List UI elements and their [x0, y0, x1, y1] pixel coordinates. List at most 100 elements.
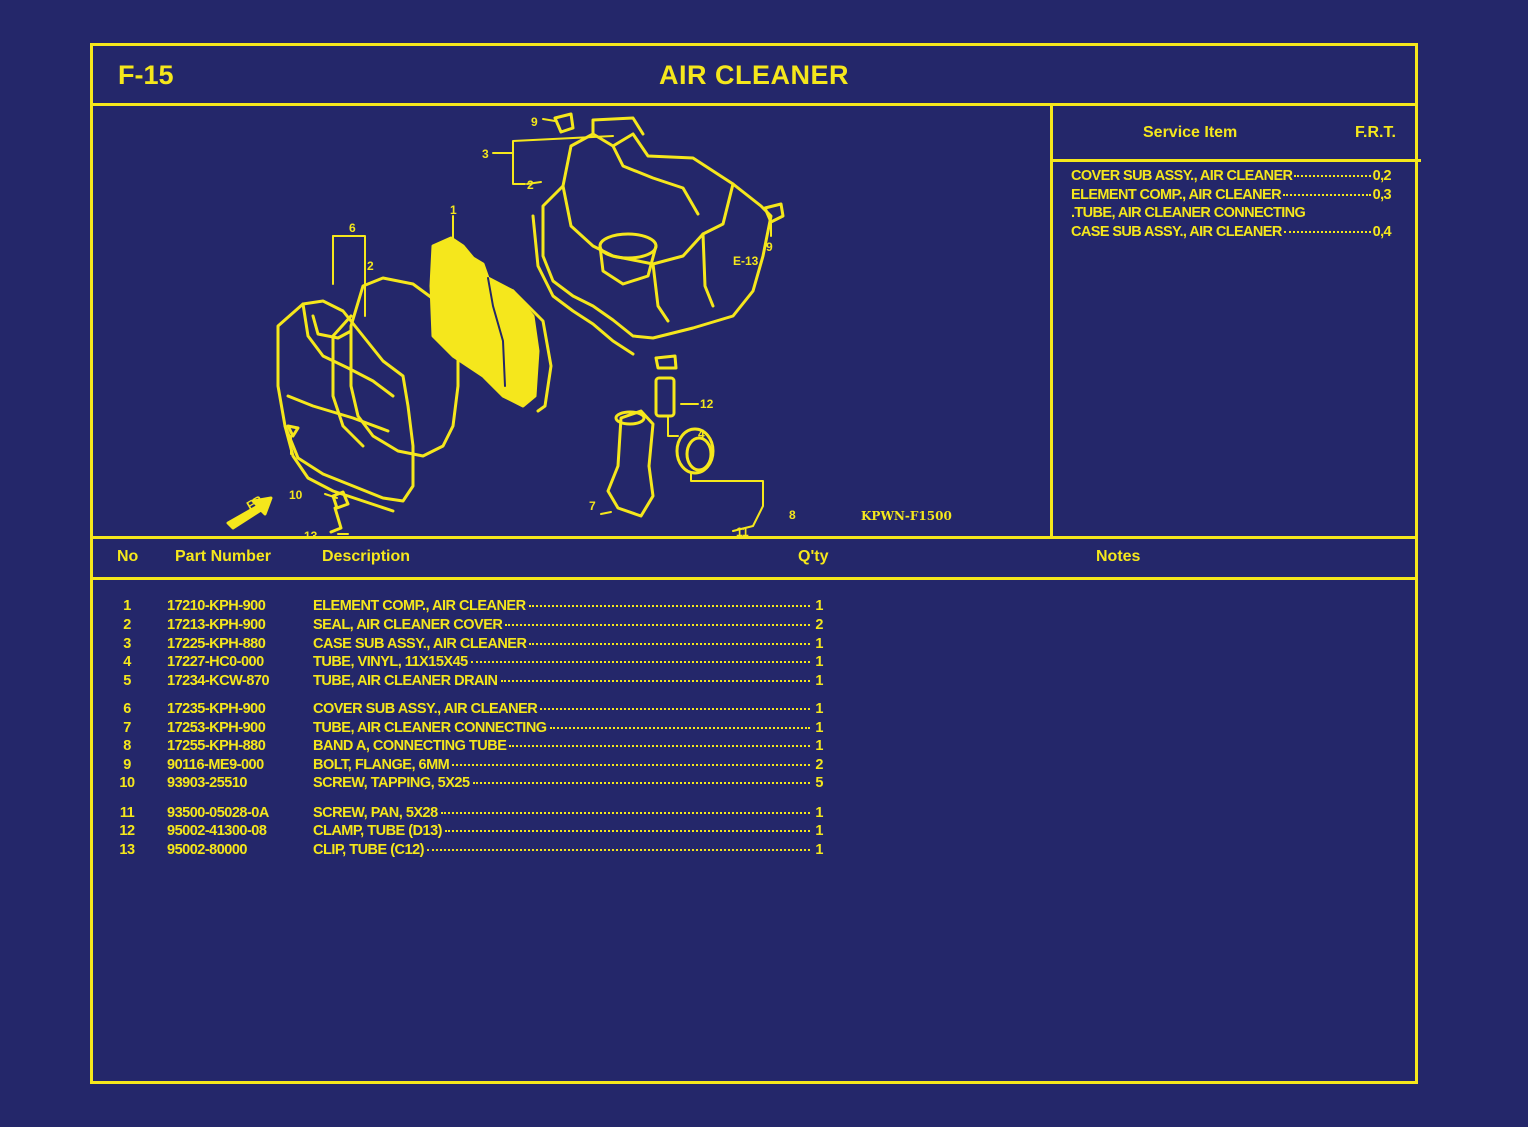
row-part-number: 17210-KPH-900 — [167, 598, 266, 614]
row-description: CLAMP, TUBE (D13) — [313, 823, 443, 839]
table-row: 13 95002-80000 CLIP, TUBE (C12) 1 — [115, 842, 835, 860]
callout-9b: 9 — [766, 240, 773, 254]
row-part-number: 17225-KPH-880 — [167, 636, 266, 652]
exploded-diagram: 9 3 2 6 1 2 9 E-13 12 4 7 8 11 10 13 5 F… — [226, 112, 796, 536]
table-row: 8 17255-KPH-880 BAND A, CONNECTING TUBE 1 — [115, 738, 835, 756]
row-qty: 1 — [815, 805, 823, 821]
header-qty: Q'ty — [798, 548, 829, 565]
table-top-divider — [93, 536, 1415, 539]
row-description: BOLT, FLANGE, 6MM — [313, 757, 450, 773]
row-no: 8 — [123, 738, 131, 754]
row-part-number: 17253-KPH-900 — [167, 720, 266, 736]
table-row: 11 93500-05028-0A SCREW, PAN, 5X28 1 — [115, 805, 835, 823]
row-no: 4 — [123, 654, 131, 670]
header-notes: Notes — [1096, 548, 1141, 565]
row-part-number: 17235-KPH-900 — [167, 701, 266, 717]
table-row: 4 17227-HC0-000 TUBE, VINYL, 11X15X45 1 — [115, 654, 835, 672]
row-no: 6 — [123, 701, 131, 717]
row-part-number: 17213-KPH-900 — [167, 617, 266, 633]
row-no: 2 — [123, 617, 131, 633]
callout-12: 12 — [700, 397, 714, 411]
diagram-reference-code: KPWN-F1500 — [861, 509, 952, 523]
row-description: COVER SUB ASSY., AIR CLEANER — [313, 701, 538, 717]
callout-3: 3 — [482, 147, 489, 161]
page-code: F-15 — [118, 60, 174, 90]
row-qty: 1 — [815, 636, 823, 652]
service-heading-divider — [1050, 159, 1421, 162]
service-divider — [1050, 103, 1053, 536]
row-qty: 1 — [815, 701, 823, 717]
row-description: SEAL, AIR CLEANER COVER — [313, 617, 503, 633]
row-qty: 1 — [815, 673, 823, 689]
row-no: 7 — [123, 720, 131, 736]
row-description: CASE SUB ASSY., AIR CLEANER — [313, 636, 527, 652]
callout-9a: 9 — [531, 115, 538, 129]
callout-4: 4 — [698, 427, 705, 441]
row-part-number: 17227-HC0-000 — [167, 654, 264, 670]
callout-e13: E-13 — [733, 254, 759, 268]
callout-8: 8 — [789, 508, 796, 522]
row-qty: 2 — [815, 617, 823, 633]
row-qty: 1 — [815, 598, 823, 614]
row-qty: 1 — [815, 720, 823, 736]
callout-13: 13 — [304, 529, 318, 536]
row-description: TUBE, AIR CLEANER DRAIN — [313, 673, 498, 689]
row-part-number: 93500-05028-0A — [167, 805, 269, 821]
parts-catalog-page: F-15 AIR CLEANER — [90, 43, 1421, 1084]
row-description: BAND A, CONNECTING TUBE — [313, 738, 507, 754]
row-part-number: 90116-ME9-000 — [167, 757, 264, 773]
row-no: 10 — [119, 775, 135, 791]
row-description: SCREW, PAN, 5X28 — [313, 805, 438, 821]
callout-10: 10 — [289, 488, 303, 502]
service-item-heading: Service Item — [1143, 124, 1238, 141]
row-description: TUBE, VINYL, 11X15X45 — [313, 654, 468, 670]
table-row: 1 17210-KPH-900 ELEMENT COMP., AIR CLEANER… — [115, 598, 835, 616]
row-part-number: 93903-25510 — [167, 775, 247, 791]
row-qty: 1 — [815, 738, 823, 754]
row-part-number: 17234-KCW-870 — [167, 673, 270, 689]
row-no: 9 — [123, 757, 131, 773]
page-title: AIR CLEANER — [658, 60, 849, 90]
row-description: TUBE, AIR CLEANER CONNECTING — [313, 720, 547, 736]
table-row: 5 17234-KCW-870 TUBE, AIR CLEANER DRAIN 1 — [115, 673, 835, 691]
callout-2b: 2 — [367, 259, 374, 273]
callout-7: 7 — [589, 499, 596, 513]
header-no: No — [117, 548, 139, 565]
row-qty: 1 — [815, 842, 823, 858]
row-description: SCREW, TAPPING, 5X25 — [313, 775, 470, 791]
row-part-number: 17255-KPH-880 — [167, 738, 266, 754]
row-no: 3 — [123, 636, 131, 652]
table-row: 12 95002-41300-08 CLAMP, TUBE (D13) 1 — [115, 823, 835, 841]
header-divider — [93, 103, 1415, 106]
table-row: 7 17253-KPH-900 TUBE, AIR CLEANER CONNECTI… — [115, 720, 835, 738]
table-header-divider — [93, 577, 1415, 580]
callout-2a: 2 — [527, 178, 534, 192]
header-part-number: Part Number — [175, 548, 272, 565]
row-part-number: 95002-80000 — [167, 842, 247, 858]
service-item: .TUBE, AIR CLEANER CONNECTING — [1071, 205, 1306, 221]
row-qty: 1 — [815, 654, 823, 670]
row-qty: 1 — [815, 823, 823, 839]
table-row: 6 17235-KPH-900 COVER SUB ASSY., AIR CLEAN… — [115, 701, 835, 719]
callout-6: 6 — [349, 221, 356, 235]
table-row: 3 17225-KPH-880 CASE SUB ASSY., AIR CLEANE… — [115, 636, 835, 654]
row-no: 5 — [123, 673, 131, 689]
row-no: 11 — [119, 805, 135, 821]
row-description: ELEMENT COMP., AIR CLEANER — [313, 598, 526, 614]
frt-heading: F.R.T. — [1355, 124, 1396, 141]
header-description: Description — [322, 548, 411, 565]
row-no: 1 — [123, 598, 131, 614]
row-no: 13 — [119, 842, 135, 858]
row-part-number: 95002-41300-08 — [167, 823, 267, 839]
row-description: CLIP, TUBE (C12) — [313, 842, 424, 858]
callout-11: 11 — [736, 525, 749, 536]
row-no: 12 — [119, 823, 135, 839]
table-row: 2 17213-KPH-900 SEAL, AIR CLEANER COVER 2 — [115, 617, 835, 635]
row-qty: 5 — [815, 775, 823, 791]
table-row: 10 93903-25510 SCREW, TAPPING, 5X25 5 — [115, 775, 835, 793]
callout-1: 1 — [450, 203, 457, 217]
